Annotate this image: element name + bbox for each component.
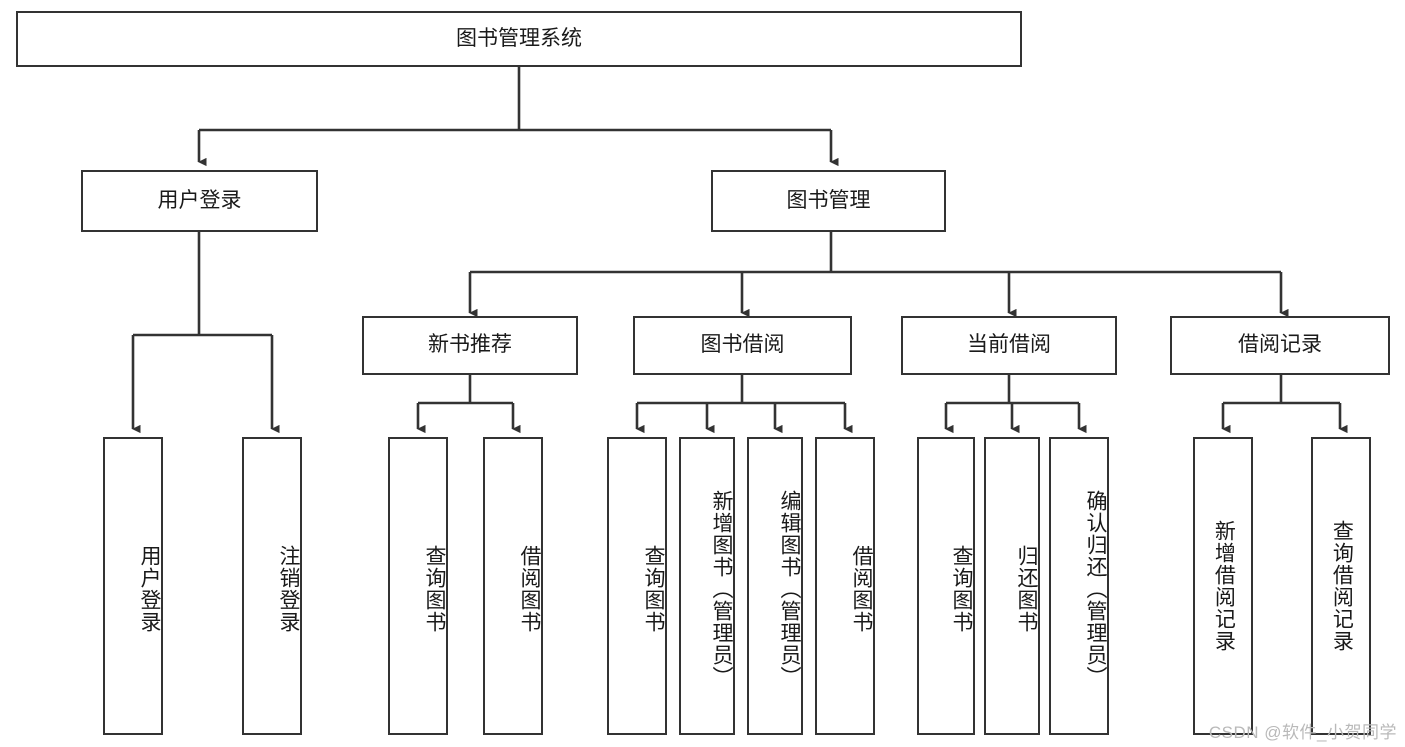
node-borrow-record-label: 借阅记录 <box>1238 333 1322 357</box>
node-leaf-borrow-book[interactable]: 借阅图书 <box>815 437 875 735</box>
node-book-management-label: 图书管理 <box>786 188 871 212</box>
node-leaf-add-book-admin[interactable]: 新增图书（管理员） <box>679 437 735 735</box>
node-leaf-add-book-admin-label: 新增图书（管理员） <box>710 490 733 688</box>
node-current-borrow-label: 当前借阅 <box>967 333 1051 357</box>
node-leaf-return-book-label: 归还图书 <box>1015 545 1038 633</box>
node-leaf-user-login-label: 用户登录 <box>138 545 161 633</box>
node-book-management[interactable]: 图书管理 <box>711 170 946 232</box>
node-leaf-confirm-return-admin[interactable]: 确认归还（管理员） <box>1049 437 1109 735</box>
node-leaf-borrow-book-recommend-label: 借阅图书 <box>518 545 541 633</box>
node-leaf-query-book-current-label: 查询图书 <box>950 545 973 633</box>
node-leaf-query-borrow-record[interactable]: 查询借阅记录 <box>1311 437 1371 735</box>
node-new-book-recommend[interactable]: 新书推荐 <box>362 316 578 375</box>
node-leaf-edit-book-admin[interactable]: 编辑图书（管理员） <box>747 437 803 735</box>
node-book-borrow-label: 图书借阅 <box>700 333 785 357</box>
node-leaf-query-book-borrow-label: 查询图书 <box>642 545 665 633</box>
node-leaf-query-book-current[interactable]: 查询图书 <box>917 437 975 735</box>
node-leaf-add-borrow-record-label: 新增借阅记录 <box>1212 520 1236 652</box>
node-leaf-borrow-book-label: 借阅图书 <box>850 545 873 633</box>
node-leaf-add-borrow-record[interactable]: 新增借阅记录 <box>1193 437 1253 735</box>
node-leaf-return-book[interactable]: 归还图书 <box>984 437 1040 735</box>
node-new-book-recommend-label: 新书推荐 <box>428 333 512 357</box>
node-borrow-record[interactable]: 借阅记录 <box>1170 316 1390 375</box>
node-leaf-query-book-recommend[interactable]: 查询图书 <box>388 437 448 735</box>
node-leaf-query-borrow-record-label: 查询借阅记录 <box>1330 520 1354 652</box>
node-current-borrow[interactable]: 当前借阅 <box>901 316 1117 375</box>
node-leaf-user-login[interactable]: 用户登录 <box>103 437 163 735</box>
node-user-login[interactable]: 用户登录 <box>81 170 318 232</box>
node-leaf-logout[interactable]: 注销登录 <box>242 437 302 735</box>
node-user-login-label: 用户登录 <box>157 188 242 212</box>
node-leaf-edit-book-admin-label: 编辑图书（管理员） <box>778 490 801 688</box>
node-leaf-logout-label: 注销登录 <box>277 545 300 633</box>
node-leaf-query-book-recommend-label: 查询图书 <box>423 545 446 633</box>
node-root-label: 图书管理系统 <box>456 26 582 50</box>
node-root[interactable]: 图书管理系统 <box>16 11 1022 67</box>
node-leaf-query-book-borrow[interactable]: 查询图书 <box>607 437 667 735</box>
node-leaf-borrow-book-recommend[interactable]: 借阅图书 <box>483 437 543 735</box>
node-book-borrow[interactable]: 图书借阅 <box>633 316 852 375</box>
node-leaf-confirm-return-admin-label: 确认归还（管理员） <box>1084 490 1107 688</box>
